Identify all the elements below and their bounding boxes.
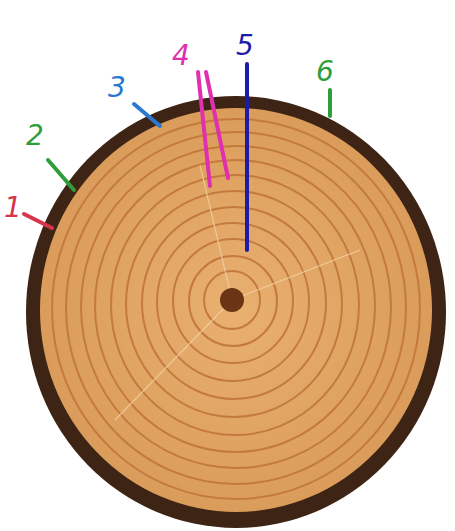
callout-number: 2 xyxy=(26,122,44,150)
leader-lines xyxy=(24,64,330,250)
callout-number: 1 xyxy=(4,194,22,222)
callout-number: 4 xyxy=(172,42,190,70)
callout-number: 6 xyxy=(316,58,334,86)
rays xyxy=(115,165,360,420)
callout-number: 3 xyxy=(108,74,126,102)
bark xyxy=(26,96,446,528)
growth-rings xyxy=(52,119,420,499)
pith xyxy=(220,288,244,312)
wood xyxy=(40,108,432,512)
callout-number: 5 xyxy=(236,32,254,60)
